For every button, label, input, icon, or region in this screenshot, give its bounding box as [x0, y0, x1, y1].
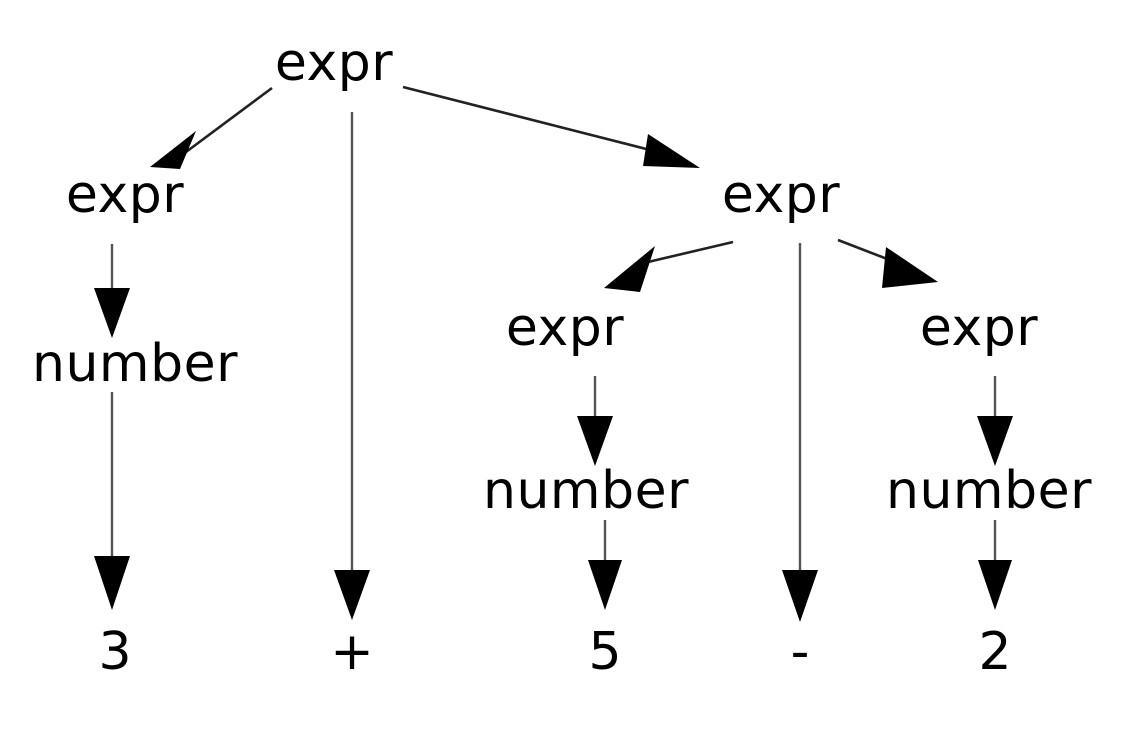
edge-left-expr-to-number — [94, 244, 130, 338]
terminal-two: 2 — [978, 622, 1011, 682]
node-far-expr: expr — [920, 298, 1038, 358]
edge-far-number-to-two — [978, 520, 1012, 610]
node-right-expr: expr — [722, 165, 840, 225]
terminal-plus: + — [330, 622, 374, 682]
edge-right-expr-to-mid-expr — [604, 240, 734, 292]
edge-root-to-right-expr — [402, 85, 700, 168]
terminal-three: 3 — [98, 622, 131, 682]
terminal-minus: - — [791, 622, 810, 682]
edge-root-to-left-expr — [150, 86, 273, 169]
edge-right-expr-to-minus — [782, 243, 818, 622]
node-far-number: number — [886, 461, 1092, 521]
edge-left-number-to-three — [94, 392, 130, 610]
terminal-five: 5 — [588, 622, 621, 682]
edge-far-expr-to-number — [977, 376, 1013, 466]
node-left-expr: expr — [66, 165, 184, 225]
node-mid-expr: expr — [506, 298, 624, 358]
node-mid-number: number — [483, 461, 689, 521]
edge-mid-number-to-five — [588, 520, 622, 610]
edge-right-expr-to-far-expr — [837, 238, 938, 288]
node-left-number: number — [32, 334, 238, 394]
edge-mid-expr-to-number — [577, 376, 613, 466]
node-root-expr: expr — [275, 33, 393, 93]
edge-root-to-plus — [334, 112, 370, 620]
